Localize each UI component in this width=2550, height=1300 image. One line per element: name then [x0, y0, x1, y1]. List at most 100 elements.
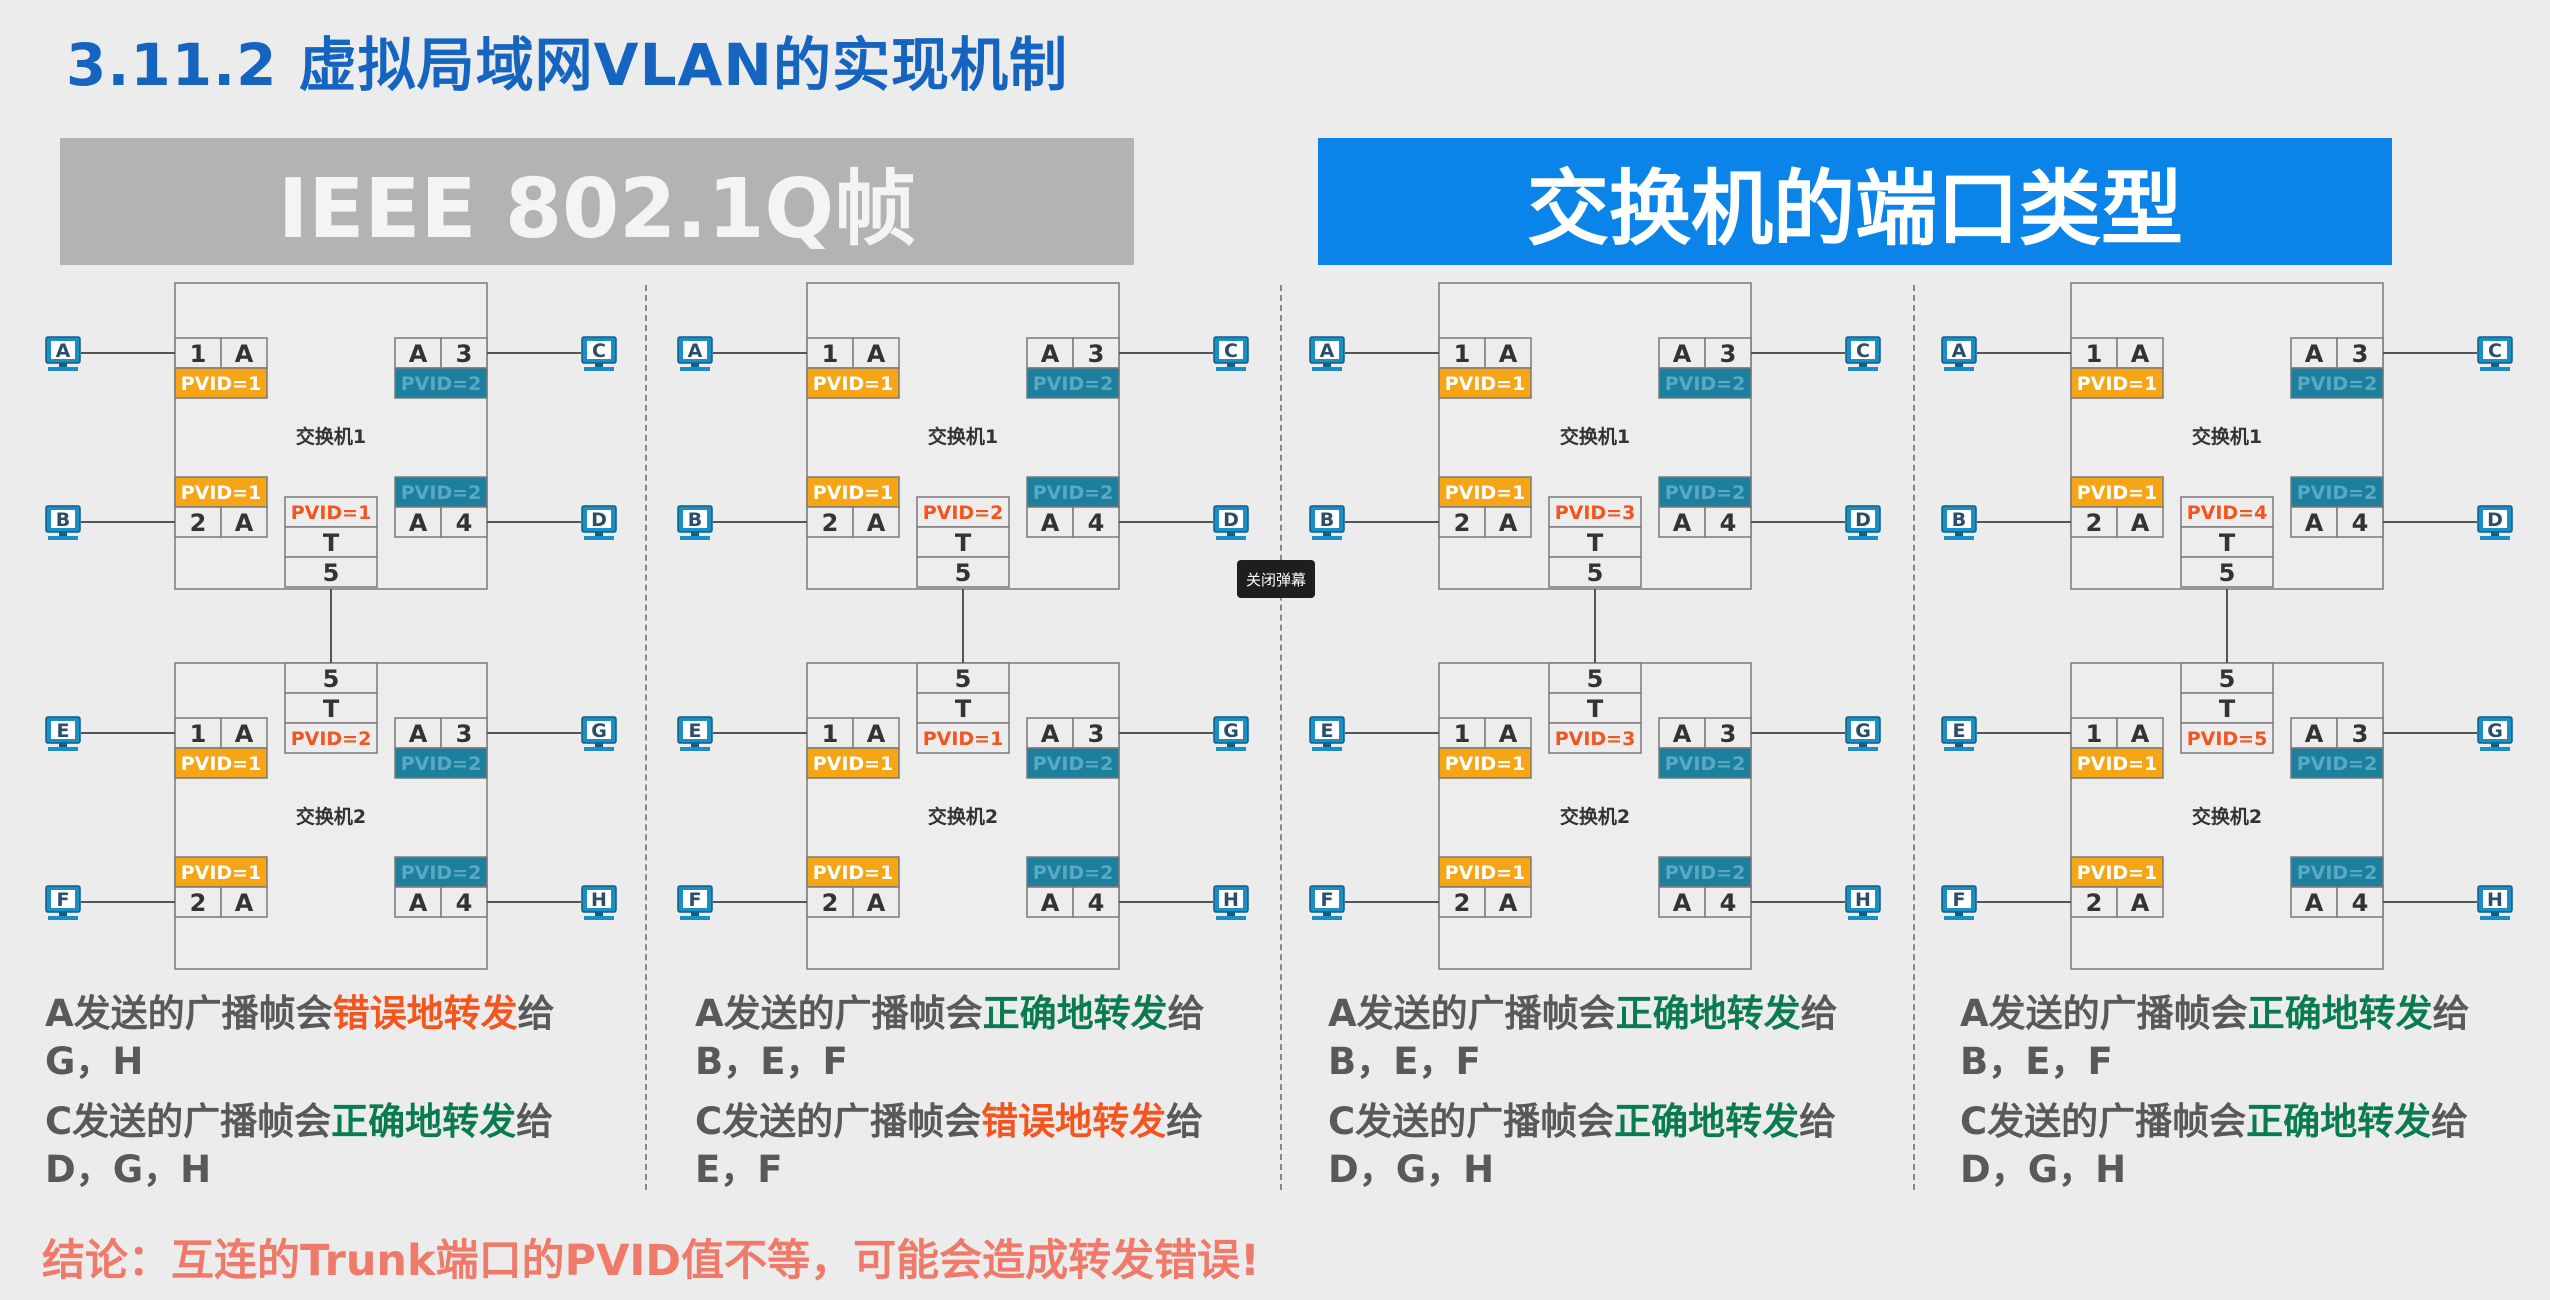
- trunk-port-number-label: 5: [1587, 665, 1604, 693]
- host-label: A: [688, 340, 703, 362]
- close-danmaku-button[interactable]: 关闭弹幕: [1237, 560, 1315, 598]
- port-2-pvid: [1438, 476, 1532, 508]
- port-4-pvid-label: PVID=2: [2297, 862, 2378, 884]
- port-4-pvid-label: PVID=2: [1033, 862, 1114, 884]
- host-label: H: [1223, 889, 1239, 911]
- status-text: 正确地转发: [1615, 992, 1801, 1035]
- host-e-icon-neck: [59, 743, 67, 747]
- trunk-port-pvid-label: PVID=2: [291, 728, 372, 750]
- host-g-icon-base: [584, 747, 614, 751]
- status-text: 正确地转发: [982, 992, 1168, 1035]
- port-4-pvid-label: PVID=2: [1033, 482, 1114, 504]
- port-4-pvid-label: PVID=2: [401, 482, 482, 504]
- port-1-cell-label: 1: [1454, 340, 1471, 368]
- host-e-icon-neck: [691, 743, 699, 747]
- port-3-pvid: [1026, 367, 1120, 399]
- port-2-cell: [1438, 506, 1486, 538]
- port-4-type-cell-label: A: [2305, 509, 2324, 537]
- port-3-pvid: [1026, 747, 1120, 779]
- caption-a-targets: B，E，F: [695, 1040, 848, 1083]
- port-1-pvid-label: PVID=1: [181, 753, 262, 775]
- caption-panel-1: A发送的广播帧会错误地转发给 G，H C发送的广播帧会正确地转发给 D，G，H: [45, 990, 655, 1194]
- host-label: G: [591, 720, 607, 742]
- host-label: B: [56, 509, 70, 531]
- host-c-icon-screen: [2483, 341, 2507, 359]
- port-4-type-cell: [1658, 886, 1706, 918]
- host-b-icon-neck: [1323, 532, 1331, 536]
- switch-1-label: 交换机1: [1560, 425, 1630, 448]
- port-2-pvid-label: PVID=1: [181, 862, 262, 884]
- port-1-pvid: [1438, 747, 1532, 779]
- host-a-icon-base: [1944, 367, 1974, 371]
- host-b-icon-neck: [59, 532, 67, 536]
- caption-a-line: A发送的广播帧会错误地转发给: [45, 992, 555, 1035]
- host-h-icon-screen: [1851, 890, 1875, 908]
- port-2-type-cell-label: A: [867, 889, 886, 917]
- port-3-type-cell: [1658, 717, 1706, 749]
- port-4-pvid: [1026, 856, 1120, 888]
- host-e-icon-base: [48, 747, 78, 751]
- trunk-port-type: [2180, 692, 2274, 724]
- port-3-cell-label: 3: [1088, 720, 1105, 748]
- port-2-type-cell-label: A: [1499, 889, 1518, 917]
- host-label: E: [1953, 720, 1966, 742]
- switch-1-label: 交换机1: [296, 425, 366, 448]
- port-4-type-cell: [394, 886, 442, 918]
- host-e-icon-screen: [51, 721, 75, 739]
- caption-c-targets: E，F: [695, 1148, 783, 1191]
- port-3-pvid-label: PVID=2: [2297, 373, 2378, 395]
- port-1-pvid-label: PVID=1: [2077, 373, 2158, 395]
- trunk-port-type: [1548, 526, 1642, 558]
- trunk-port-type: [284, 526, 378, 558]
- port-1-cell-label: 1: [2086, 340, 2103, 368]
- port-1-cell: [2070, 717, 2118, 749]
- host-f-icon-screen: [51, 890, 75, 908]
- host-label: D: [1223, 509, 1239, 531]
- host-label: E: [689, 720, 702, 742]
- port-4-type-cell-label: A: [1041, 889, 1060, 917]
- port-3-type-cell: [1026, 717, 1074, 749]
- trunk-port-number-label: 5: [1587, 559, 1604, 587]
- host-d-icon-neck: [2491, 532, 2499, 536]
- port-3-pvid: [1658, 747, 1752, 779]
- port-3-cell: [1704, 337, 1752, 369]
- host-g-icon-base: [2480, 747, 2510, 751]
- host-f-icon-base: [1944, 916, 1974, 920]
- host-label: C: [1224, 340, 1238, 362]
- host-g-icon-neck: [1227, 743, 1235, 747]
- host-h-icon-screen: [587, 890, 611, 908]
- host-e-icon-base: [1312, 747, 1342, 751]
- port-2-type-cell-label: A: [2131, 509, 2150, 537]
- port-4-cell-label: 4: [1720, 889, 1737, 917]
- port-1-pvid-label: PVID=1: [2077, 753, 2158, 775]
- caption-a-targets: B，E，F: [1960, 1040, 2113, 1083]
- port-4-cell-label: 4: [2352, 889, 2369, 917]
- port-4-type-cell-label: A: [409, 889, 428, 917]
- switch-2-label: 交换机2: [928, 805, 998, 828]
- port-1-type-cell-label: A: [235, 720, 254, 748]
- host-g-icon-neck: [595, 743, 603, 747]
- status-text: 正确地转发: [2246, 1100, 2432, 1143]
- trunk-port-type-label: T: [955, 529, 972, 557]
- port-2-pvid: [1438, 856, 1532, 888]
- host-c-icon-base: [584, 367, 614, 371]
- port-4-pvid: [1658, 476, 1752, 508]
- port-1-pvid: [174, 747, 268, 779]
- host-g-icon-screen: [1219, 721, 1243, 739]
- host-h-icon-neck: [1227, 912, 1235, 916]
- port-4-pvid: [2290, 476, 2384, 508]
- host-b-icon-screen: [1947, 510, 1971, 528]
- status-text: 错误地转发: [332, 992, 518, 1035]
- host-a-icon-neck: [59, 363, 67, 367]
- port-2-pvid-label: PVID=1: [181, 482, 262, 504]
- host-e-icon-screen: [1947, 721, 1971, 739]
- host-label: D: [591, 509, 607, 531]
- panel-separator: [645, 285, 647, 1190]
- host-d-icon-neck: [595, 532, 603, 536]
- trunk-port-pvid-label: PVID=1: [923, 728, 1004, 750]
- host-label: H: [591, 889, 607, 911]
- host-h-icon-base: [1848, 916, 1878, 920]
- trunk-port-number-label: 5: [323, 559, 340, 587]
- port-4-cell-label: 4: [1088, 889, 1105, 917]
- host-a-icon-neck: [1323, 363, 1331, 367]
